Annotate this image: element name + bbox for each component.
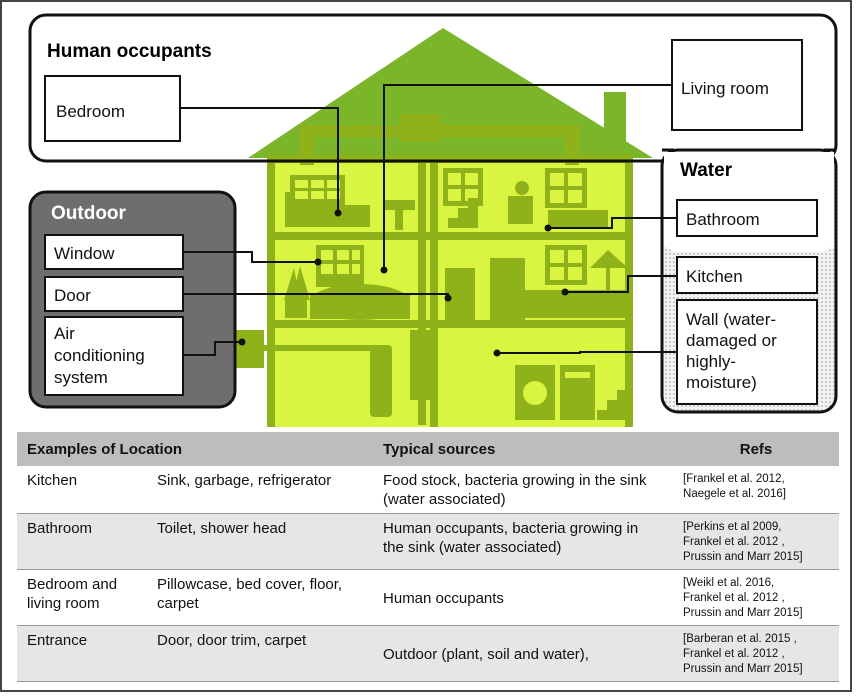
cell-location: Bathroom (17, 513, 147, 570)
group-human-occupants (28, 13, 838, 163)
house-diagram: Human occupants Water Outdoor Bedroom Li… (28, 13, 838, 427)
svg-text:Living room: Living room (681, 79, 769, 98)
connector-dots (238, 209, 569, 357)
table-row: Bedroom and living room Pillowcase, bed … (17, 570, 840, 626)
cell-location: Bedroom and living room (27, 576, 118, 612)
cell-location: Kitchen (27, 472, 78, 489)
cell-refs: [Weikl et al. 2016,Frankel et al. 2012 ,… (683, 577, 803, 619)
cell-refs: [Barberan et al. 2015 ,Frankel et al. 20… (673, 625, 840, 682)
svg-text:system: system (54, 368, 108, 387)
locations-table: Examples of Location Typical sources Ref… (17, 432, 840, 682)
svg-text:Wall (water-: Wall (water- (686, 310, 776, 329)
svg-text:highly-: highly- (686, 352, 736, 371)
header-refs: Refs (673, 432, 840, 466)
chimney (604, 92, 626, 154)
door-icon (445, 258, 525, 320)
label-wall: Wall (water- damaged or highly- moisture… (676, 299, 818, 405)
cell-examples: Door, door trim, carpet (147, 625, 374, 682)
cell-sources: Human occupants (383, 589, 504, 607)
toilet-icon (508, 181, 608, 228)
label-bedroom: Bedroom (44, 75, 181, 142)
svg-text:Bathroom: Bathroom (686, 210, 760, 229)
header-typical-sources: Typical sources (373, 432, 674, 466)
svg-text:Window: Window (54, 244, 115, 263)
group-title-human-occupants: Human occupants (47, 41, 212, 62)
svg-text:Air: Air (54, 324, 75, 343)
svg-text:Bedroom: Bedroom (56, 102, 125, 121)
cell-refs: [Perkins et al 2009,Frankel et al. 2012 … (673, 513, 840, 570)
svg-text:Door: Door (54, 286, 91, 305)
cell-refs: [Frankel et al. 2012,Naegele et al. 2016… (683, 473, 786, 500)
cell-sources: Outdoor (plant, soil and water), (373, 625, 674, 682)
table-header-row: Examples of Location Typical sources Ref… (17, 432, 840, 466)
group-title-outdoor: Outdoor (51, 203, 127, 224)
table-row: Entrance Door, door trim, carpet Outdoor… (17, 625, 840, 682)
label-living-room: Living room (671, 39, 803, 131)
vertical-duct (418, 160, 426, 425)
svg-text:Kitchen: Kitchen (686, 267, 743, 286)
label-kitchen: Kitchen (676, 256, 818, 294)
cell-location: Entrance (17, 625, 147, 682)
basement-stairs-icon (597, 390, 625, 420)
table-row: Bathroom Toilet, shower head Human occup… (17, 513, 840, 570)
cell-examples: Sink, garbage, refrigerator (157, 472, 332, 489)
table-row: Kitchen Sink, garbage, refrigerator Food… (17, 466, 840, 514)
label-bathroom: Bathroom (676, 199, 818, 237)
sink-icon (385, 200, 415, 230)
label-door: Door (44, 276, 184, 312)
bed-icon (285, 192, 370, 227)
kitchen-counter-icon (525, 250, 628, 318)
svg-text:conditioning: conditioning (54, 346, 145, 365)
plant-icon (284, 266, 310, 318)
cell-sources: Food stock, bacteria growing in the sink… (383, 472, 647, 508)
group-title-water: Water (680, 160, 733, 181)
svg-text:moisture): moisture) (686, 373, 757, 392)
stairs-icon (448, 198, 478, 228)
cell-examples: Pillowcase, bed cover, floor, carpet (157, 576, 343, 612)
label-air-conditioning: Air conditioning system (44, 316, 184, 396)
sofa-icon (310, 284, 410, 320)
cell-sources: Human occupants, bacteria growing in the… (373, 513, 674, 570)
cell-examples: Toilet, shower head (147, 513, 374, 570)
label-window: Window (44, 234, 184, 270)
svg-text:damaged or: damaged or (686, 331, 777, 350)
header-examples-of-location: Examples of Location (17, 432, 374, 466)
